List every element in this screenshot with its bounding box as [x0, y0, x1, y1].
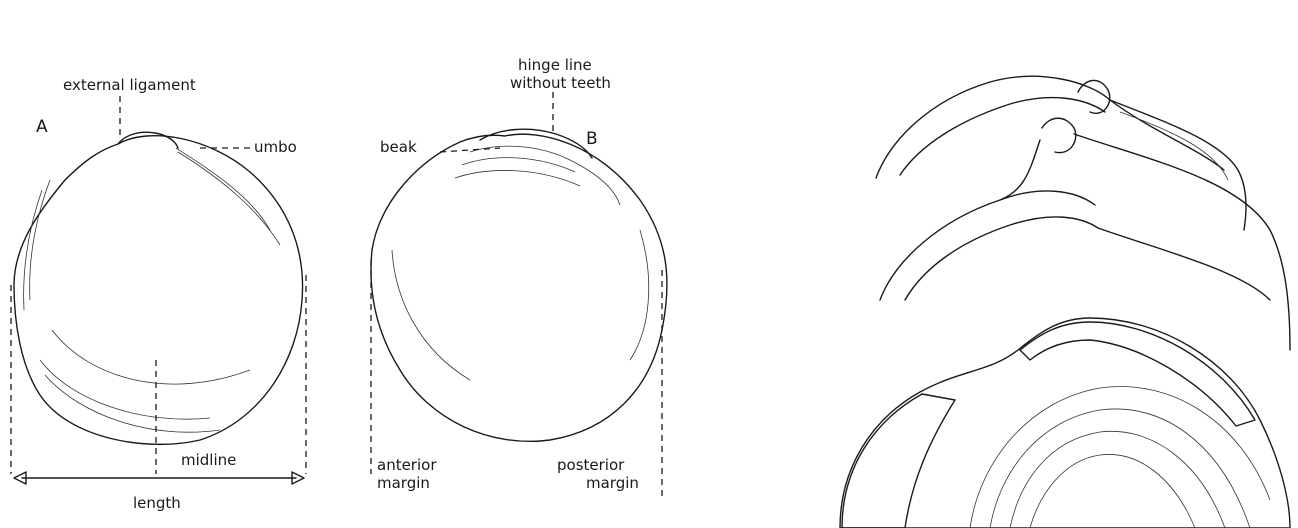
label-beak: beak	[380, 138, 417, 157]
label-panel-b: B	[586, 130, 598, 149]
shell-b-interior	[371, 129, 667, 441]
hinge-profile-lower	[880, 118, 1290, 350]
label-length: length	[133, 494, 181, 513]
shell-texture-detail	[840, 318, 1290, 528]
label-panel-a: A	[36, 118, 48, 137]
label-umbo: umbo	[254, 138, 297, 157]
label-hinge-line-2: without teeth	[510, 74, 611, 93]
label-anterior-2: margin	[377, 474, 430, 493]
label-hinge-line-1: hinge line	[518, 56, 592, 75]
label-posterior-1: posterior	[557, 456, 624, 475]
label-anterior-1: anterior	[377, 456, 437, 475]
label-posterior-2: margin	[586, 474, 639, 493]
label-external-ligament: external ligament	[63, 76, 196, 95]
shell-a-exterior	[14, 132, 303, 444]
label-midline: midline	[181, 451, 236, 470]
